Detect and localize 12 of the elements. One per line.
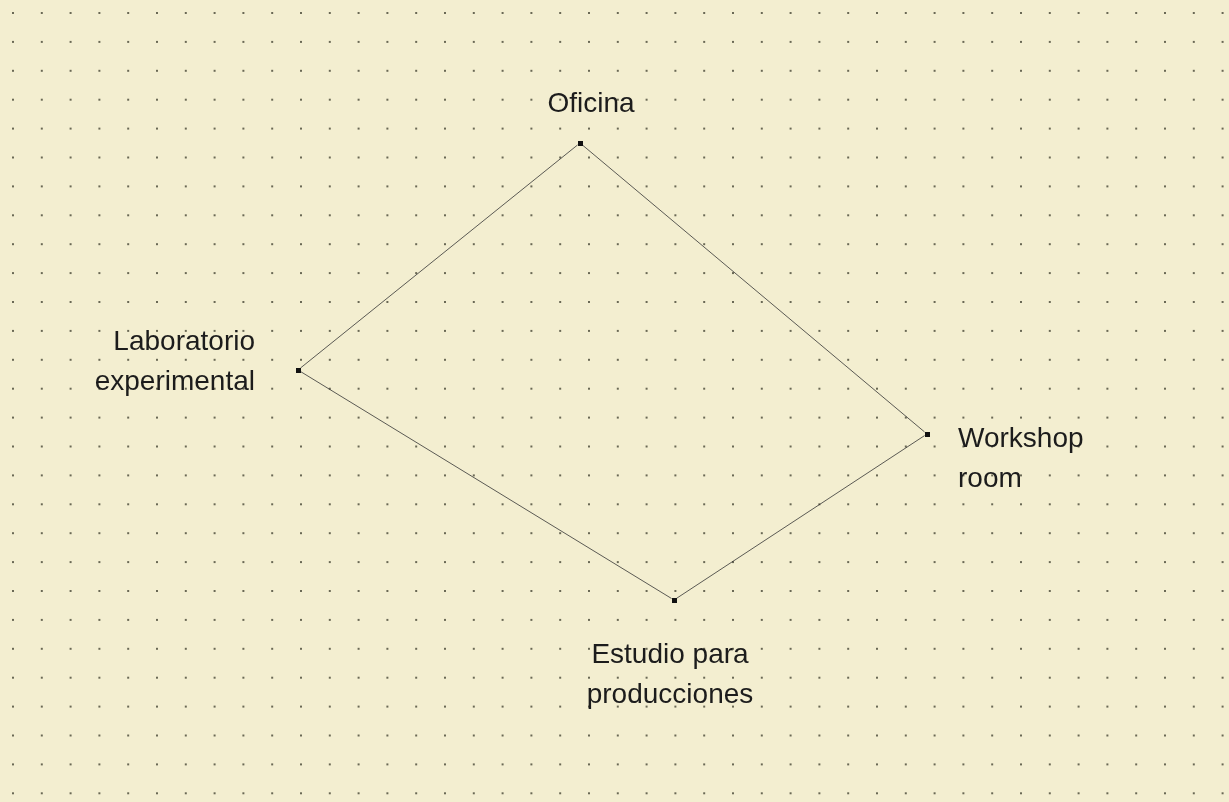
point-marker xyxy=(924,431,930,437)
point-marker xyxy=(295,367,301,373)
place-label: Estudio para producciones xyxy=(585,637,755,711)
connector-line xyxy=(300,144,578,369)
place-label: Laboratorio experimental xyxy=(93,324,255,398)
place-label: Workshop room xyxy=(958,421,1085,495)
place-label: Oficina xyxy=(546,86,636,120)
point-marker xyxy=(577,140,583,146)
connector-line xyxy=(300,371,672,599)
connector-line xyxy=(676,435,925,599)
connector-line xyxy=(582,144,925,433)
point-marker xyxy=(671,597,677,603)
